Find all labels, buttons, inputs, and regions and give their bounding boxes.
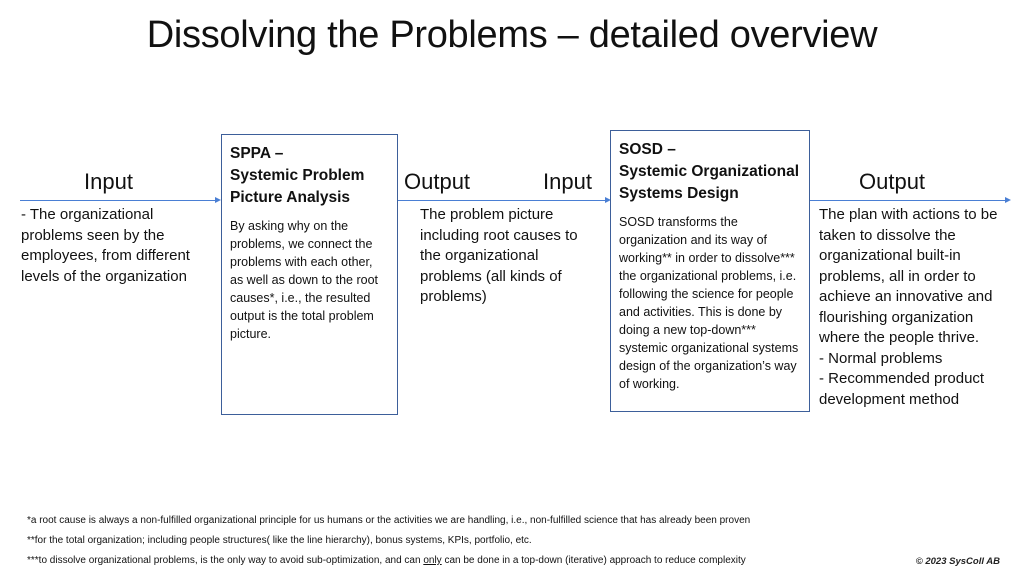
- sppa-title: SPPA – Systemic Problem Picture Analysis: [230, 143, 389, 209]
- output-arrow-line: [810, 200, 1006, 201]
- middle-arrowhead-icon: [605, 197, 611, 203]
- sppa-title-line2: Systemic Problem: [230, 167, 365, 184]
- footnote-3: ***to dissolve organizational problems, …: [27, 555, 746, 566]
- middle-output-label: Output: [404, 169, 471, 194]
- output-bullet-recommended-method: - Recommended product development method: [819, 370, 985, 408]
- sosd-title-line1: SOSD –: [619, 141, 676, 158]
- input-label: Input: [84, 169, 133, 194]
- sosd-title: SOSD – Systemic Organizational Systems D…: [619, 139, 801, 205]
- input-arrowhead-icon: [215, 197, 221, 203]
- sppa-box: SPPA – Systemic Problem Picture Analysis…: [221, 134, 398, 415]
- sosd-title-line2: Systemic Organizational: [619, 163, 800, 180]
- output-description-block: The plan with actions to be taken to dis…: [819, 205, 1014, 410]
- page-title: Dissolving the Problems – detailed overv…: [146, 14, 878, 56]
- output-label: Output: [859, 169, 926, 194]
- middle-description: The problem picture including root cause…: [420, 206, 578, 305]
- output-bullet-normal-problems: - Normal problems: [819, 349, 943, 367]
- sosd-box: SOSD – Systemic Organizational Systems D…: [610, 130, 810, 412]
- middle-input-label: Input: [543, 169, 592, 194]
- input-arrow-line: [20, 200, 216, 201]
- sosd-title-line3: Systems Design: [619, 185, 739, 202]
- copyright: © 2023 SysColl AB: [915, 556, 1000, 567]
- sppa-body: By asking why on the problems, we connec…: [230, 219, 378, 341]
- footnote-2: **for the total organization; including …: [27, 535, 532, 546]
- footnote-1: *a root cause is always a non-fulfilled …: [27, 515, 751, 526]
- sppa-title-line3: Picture Analysis: [230, 189, 351, 206]
- sppa-title-line1: SPPA –: [230, 145, 284, 162]
- footnote-3-underlined: only: [423, 555, 442, 566]
- footnote-3-part1: ***to dissolve organizational problems, …: [27, 555, 424, 566]
- sosd-body: SOSD transforms the organization and its…: [619, 215, 799, 391]
- output-arrowhead-icon: [1005, 197, 1011, 203]
- footnote-3-part2: can be done in a top-down (iterative) ap…: [441, 555, 746, 566]
- input-description: - The organizational problems seen by th…: [21, 206, 190, 285]
- middle-arrow-line: [397, 200, 606, 201]
- output-description: The plan with actions to be taken to dis…: [819, 206, 998, 346]
